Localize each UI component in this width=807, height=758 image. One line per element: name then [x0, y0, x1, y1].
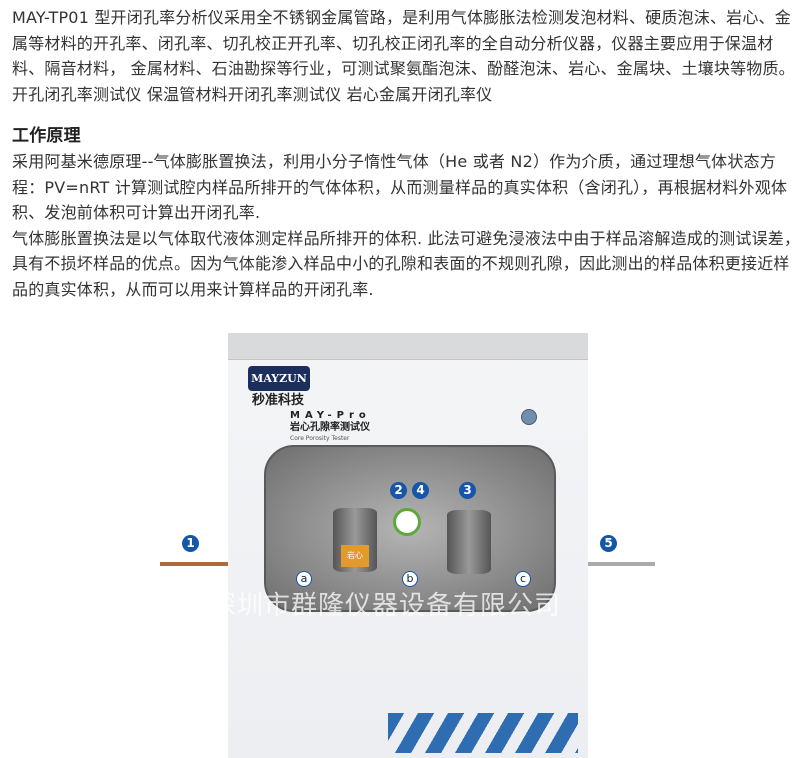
- device-image: MAYZUN 秒准科技 MAY-Pro 岩心孔隙率测试仪 Core Porosi…: [228, 333, 588, 758]
- watermark: 深圳市群隆仪器设备有限公司: [210, 591, 562, 621]
- pressure-gauge-icon: [393, 508, 421, 536]
- valve-b-label: b: [402, 571, 418, 587]
- section-title: 工作原理: [12, 126, 81, 146]
- principle-paragraph-1: 采用阿基米德原理--气体膨胀置换法，利用小分子惰性气体（He 或者 N2）作为介…: [12, 152, 788, 222]
- sample-label: 岩心: [341, 545, 369, 567]
- step-1-badge: 1: [182, 535, 199, 552]
- outlet-pipe: [588, 562, 655, 566]
- step-2-badge: 2: [390, 482, 407, 499]
- reference-chamber-icon: [447, 510, 491, 574]
- device-name-cn: 岩心孔隙率测试仪: [290, 422, 370, 433]
- step-3-badge: 3: [459, 482, 476, 499]
- device-name-en: Core Porosity Tester: [290, 435, 350, 442]
- model-label: MAY-Pro: [290, 410, 371, 421]
- brand-name: 秒准科技: [252, 393, 305, 408]
- step-5-badge: 5: [600, 535, 617, 552]
- power-button-icon: [521, 409, 537, 425]
- article-text: MAY-TP01 型开闭孔率分析仪采用全不锈钢金属管路，是利用气体膨胀法检测发泡…: [12, 5, 802, 302]
- decorative-stripes: [388, 713, 578, 753]
- valve-c-label: c: [515, 571, 531, 587]
- principle-paragraph-2: 气体膨胀置换法是以气体取代液体测定样品所排开的体积. 此法可避免浸液法中由于样品…: [12, 228, 801, 299]
- intro-paragraph: MAY-TP01 型开闭孔率分析仪采用全不锈钢金属管路，是利用气体膨胀法检测发泡…: [12, 8, 795, 104]
- valve-a-label: a: [296, 571, 312, 587]
- mayzun-logo: MAYZUN: [248, 366, 310, 391]
- step-4-badge: 4: [412, 482, 429, 499]
- device-top: [228, 333, 588, 360]
